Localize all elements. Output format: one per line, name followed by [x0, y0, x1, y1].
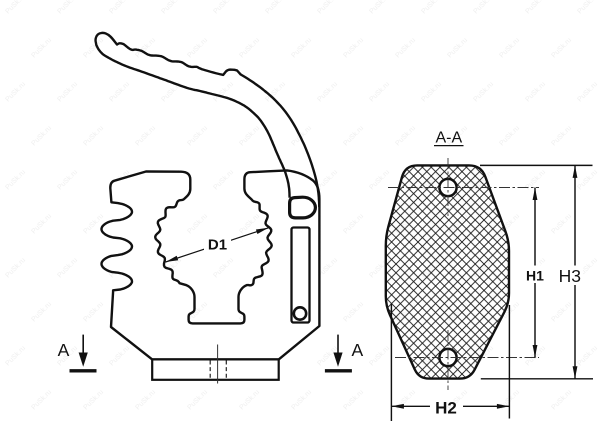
svg-text:D1: D1 — [208, 237, 227, 254]
svg-text:A: A — [351, 340, 363, 360]
svg-text:H3: H3 — [559, 266, 581, 286]
svg-text:A: A — [58, 340, 70, 360]
svg-text:H1: H1 — [526, 267, 544, 283]
svg-text:H2: H2 — [435, 399, 457, 418]
svg-text:A-A: A-A — [435, 130, 462, 147]
